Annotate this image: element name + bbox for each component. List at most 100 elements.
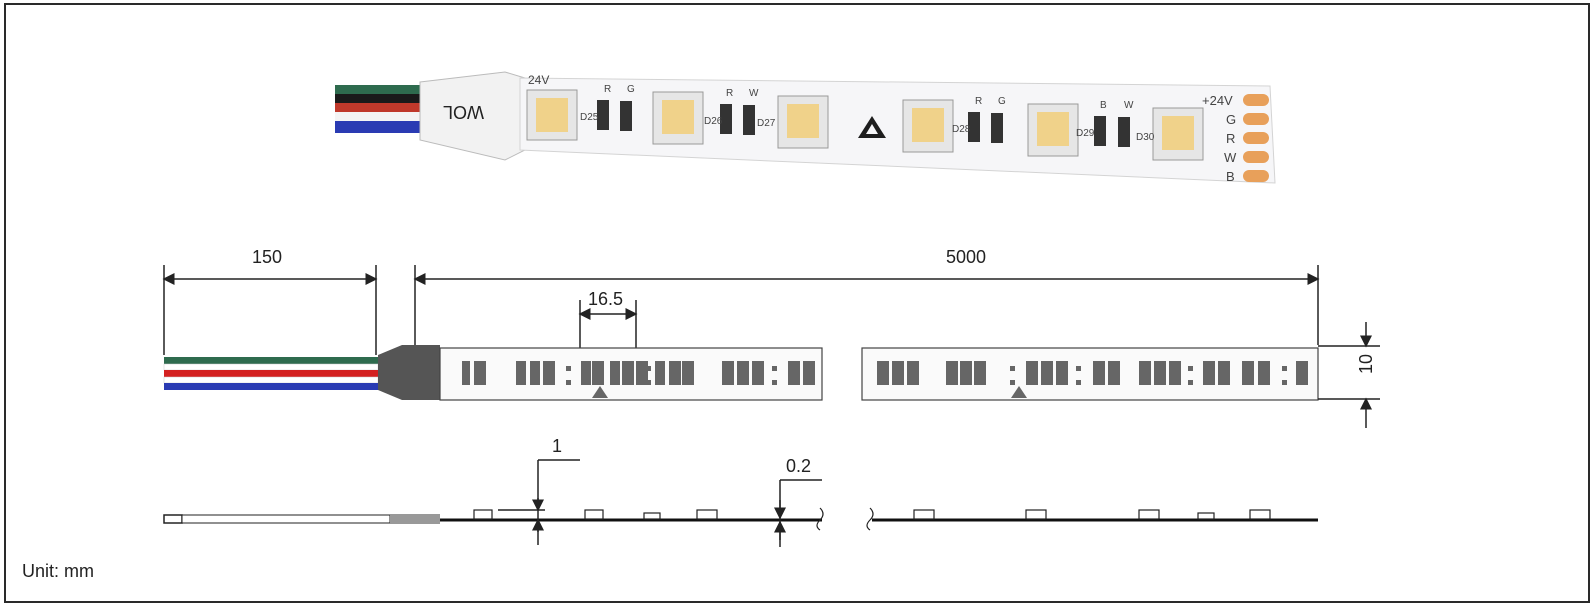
resistor-code: G <box>627 84 635 95</box>
led-chip <box>543 361 555 385</box>
led-chip <box>788 361 800 385</box>
led-chip <box>530 361 540 385</box>
led-chip <box>1258 361 1270 385</box>
resistor-dot <box>1076 380 1081 385</box>
led-chip <box>877 361 889 385</box>
led-chip <box>516 361 526 385</box>
pitch-label: 16.5 <box>588 289 623 309</box>
resistor-dot <box>1188 366 1193 371</box>
resistor-dot <box>599 380 604 385</box>
break-mark <box>816 507 824 531</box>
resistor-dot <box>1282 380 1287 385</box>
led-chip <box>1093 361 1105 385</box>
led-chip <box>752 361 764 385</box>
resistor-dot <box>1010 380 1015 385</box>
resistor-dot <box>566 380 571 385</box>
chip-id: D25 <box>580 112 599 123</box>
cable-length-label: 150 <box>252 247 282 267</box>
led-chip <box>655 361 665 385</box>
led-chip <box>892 361 904 385</box>
led-chip <box>581 361 591 385</box>
cable-text: WOL <box>443 102 484 122</box>
width-label: 10 <box>1356 354 1376 374</box>
resistor-dot <box>1010 366 1015 371</box>
resistor-code: R <box>604 84 611 95</box>
pad-label: +24V <box>1202 93 1233 108</box>
pad-label: G <box>1226 112 1236 127</box>
chip-id: D26 <box>704 116 723 127</box>
side-led <box>1138 509 1160 520</box>
led-chip <box>803 361 815 385</box>
led-chip <box>636 361 648 385</box>
led-chip <box>474 361 486 385</box>
esd-warning-icon <box>858 116 886 138</box>
side-leds <box>473 509 1271 520</box>
chip-id: D28 <box>952 124 971 135</box>
esd-warning-icon <box>592 386 608 398</box>
resistor-code: W <box>749 88 759 99</box>
chip-id: D27 <box>757 118 776 129</box>
resistor-dot <box>1282 366 1287 371</box>
led-chip <box>1242 361 1254 385</box>
drawing-wires <box>163 357 379 390</box>
strip-chips <box>462 361 1308 385</box>
led-chip <box>1296 361 1308 385</box>
photo-leds <box>526 89 1204 161</box>
led-chip <box>1056 361 1068 385</box>
top-view: 150 5000 16.5 10 <box>162 247 1380 428</box>
resistor-dot <box>1076 366 1081 371</box>
start-voltage-label: 24V <box>528 73 549 87</box>
resistor-dot <box>772 366 777 371</box>
pcb-thickness-label: 0.2 <box>786 456 811 476</box>
esd-warning-icon <box>1011 386 1027 398</box>
resistor-code: R <box>975 96 982 107</box>
led-chip <box>1203 361 1215 385</box>
strip-body <box>519 77 1276 184</box>
led-chip <box>682 361 694 385</box>
photo-wires <box>335 85 425 133</box>
side-led <box>1249 509 1271 520</box>
strip-length-label: 5000 <box>946 247 986 267</box>
strip-photo: WOL R G <box>335 71 1276 184</box>
led-chip <box>737 361 749 385</box>
pad-label: W <box>1224 150 1237 165</box>
led-chip <box>960 361 972 385</box>
resistor-dot <box>1188 380 1193 385</box>
led-chip <box>1041 361 1053 385</box>
led-chip <box>462 361 470 385</box>
unit-label: Unit: mm <box>22 561 94 581</box>
resistor-dot <box>599 366 604 371</box>
led-chip <box>1026 361 1038 385</box>
side-led <box>1025 509 1047 520</box>
resistor-dot <box>772 380 777 385</box>
resistor-code: G <box>998 96 1006 107</box>
side-led <box>584 509 604 520</box>
side-led <box>696 509 718 520</box>
led-chip <box>1154 361 1166 385</box>
led-chip <box>1169 361 1181 385</box>
side-led <box>1197 512 1215 520</box>
resistor-dot <box>646 380 651 385</box>
photo-solder-pads <box>1243 94 1269 182</box>
led-chip <box>974 361 986 385</box>
resistor-code: R <box>726 88 733 99</box>
resistor-dot <box>566 366 571 371</box>
photo-resistors <box>597 100 1130 147</box>
side-led <box>473 509 493 520</box>
led-chip <box>946 361 958 385</box>
led-chip <box>722 361 734 385</box>
pad-label: B <box>1226 169 1235 184</box>
connector-block <box>378 345 440 400</box>
led-chip <box>622 361 634 385</box>
led-height-label: 1 <box>552 436 562 456</box>
led-chip <box>1218 361 1230 385</box>
side-led <box>913 509 935 520</box>
resistor-dot <box>646 366 651 371</box>
led-chip <box>669 361 681 385</box>
resistor-code: B <box>1100 100 1107 111</box>
led-chip <box>907 361 919 385</box>
pad-label: R <box>1226 131 1235 146</box>
led-chip <box>1108 361 1120 385</box>
break-mark <box>866 507 874 531</box>
